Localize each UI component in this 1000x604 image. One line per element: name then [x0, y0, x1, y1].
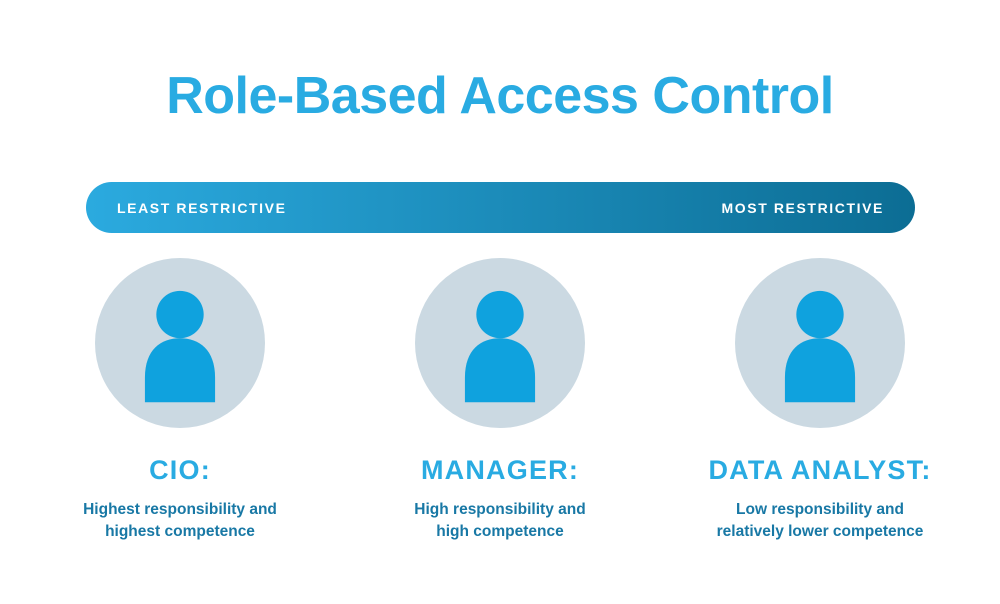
avatar-circle [95, 258, 265, 428]
role-column-cio: CIO: Highest responsibility and highest … [30, 258, 330, 544]
restrictiveness-gradient-bar: LEAST RESTRICTIVE MOST RESTRICTIVE [86, 182, 915, 233]
avatar-circle [415, 258, 585, 428]
avatar-circle [735, 258, 905, 428]
least-restrictive-label: LEAST RESTRICTIVE [117, 199, 287, 216]
role-description-line: relatively lower competence [716, 523, 924, 541]
role-description-manager: High responsibility and high competence [414, 499, 585, 544]
person-silhouette-icon [784, 290, 856, 403]
role-description-line: high competence [436, 523, 564, 541]
role-title-data-analyst: DATA ANALYST: [708, 455, 932, 485]
role-description-line: highest competence [105, 523, 255, 541]
role-description-cio: Highest responsibility and highest compe… [83, 499, 277, 544]
role-title-cio: CIO: [149, 455, 211, 485]
person-silhouette-icon [144, 290, 216, 403]
role-column-data-analyst: DATA ANALYST: Low responsibility and rel… [670, 258, 970, 544]
role-description-line: Highest responsibility and [83, 501, 277, 518]
person-silhouette-icon [464, 290, 536, 403]
role-description-line: High responsibility and [414, 501, 586, 518]
role-title-manager: MANAGER: [420, 455, 580, 485]
roles-row: CIO: Highest responsibility and highest … [0, 258, 1000, 544]
page-title: Role-Based Access Control [166, 67, 834, 125]
most-restrictive-label: MOST RESTRICTIVE [721, 199, 884, 216]
role-description-data-analyst: Low responsibility and relatively lower … [717, 499, 924, 544]
role-column-manager: MANAGER: High responsibility and high co… [350, 258, 650, 544]
role-description-line: Low responsibility and [736, 501, 904, 518]
